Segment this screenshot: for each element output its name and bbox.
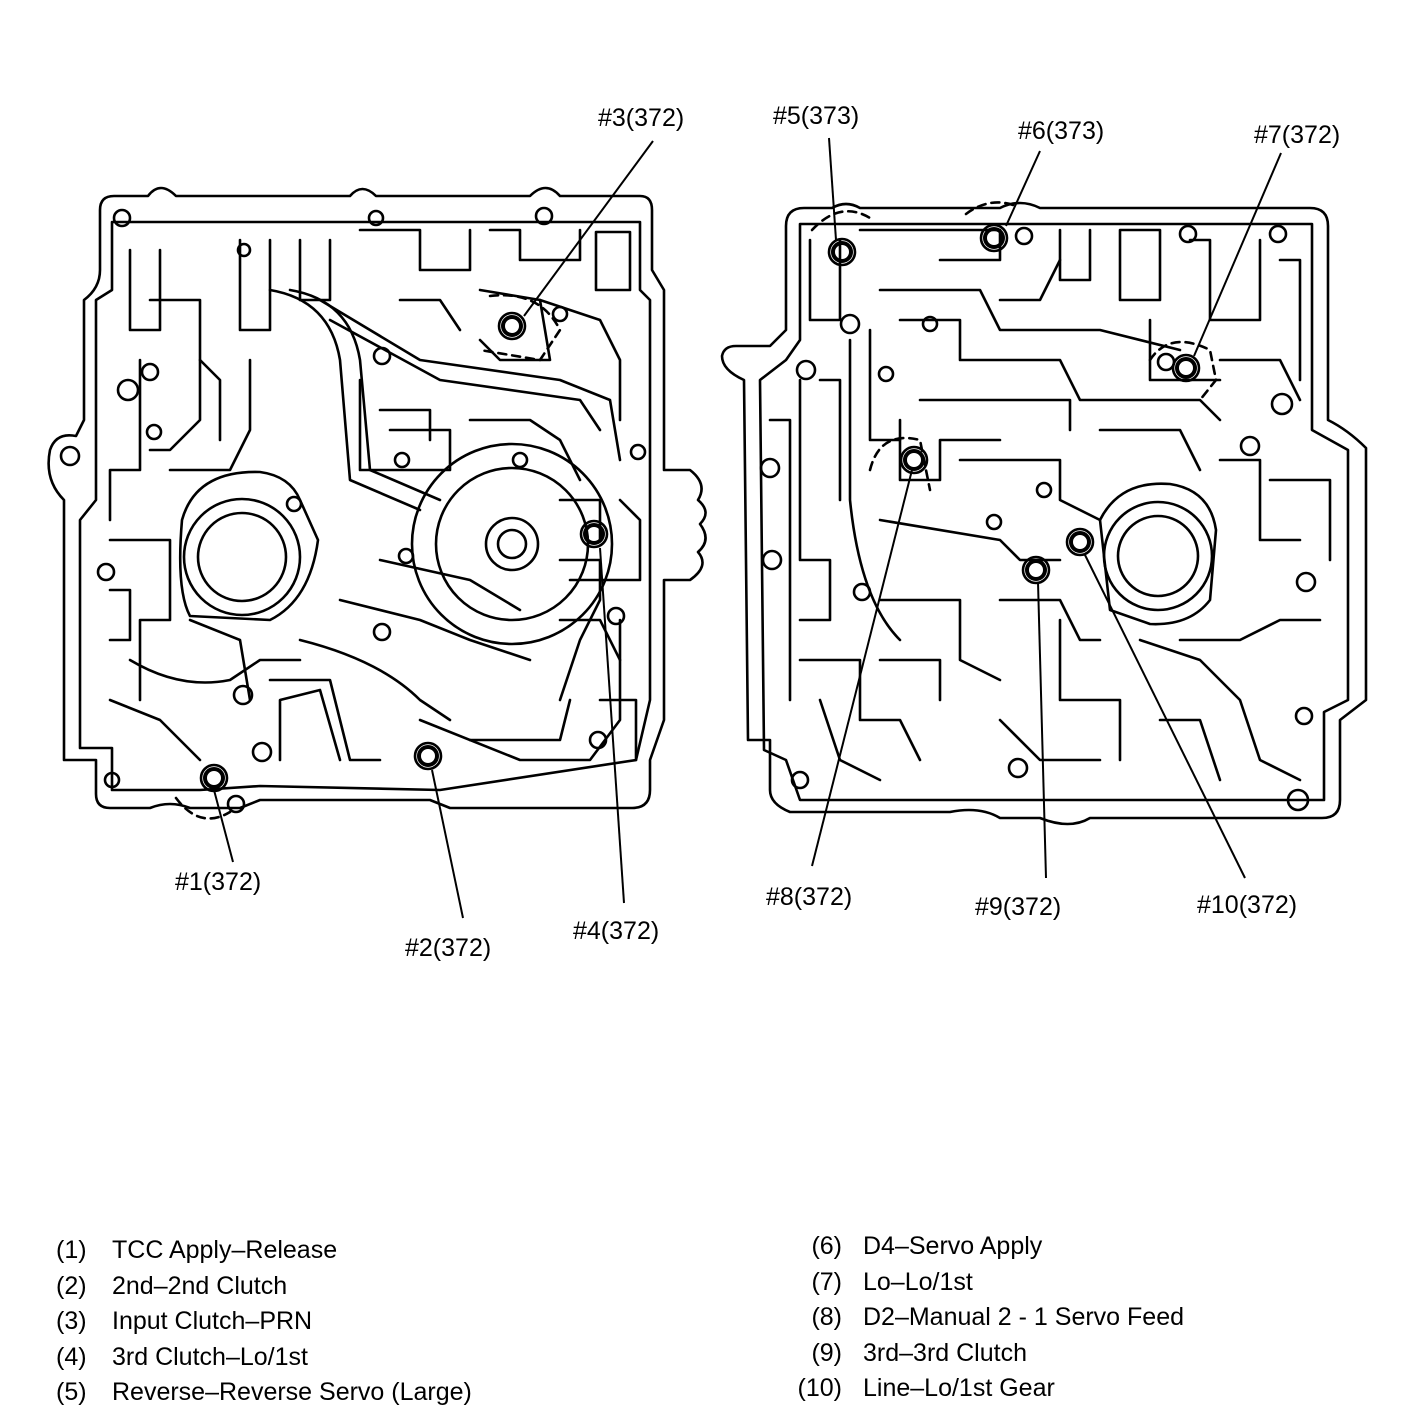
callout-8: #8(372) [766, 883, 852, 911]
legend-number: (10) [797, 1374, 842, 1402]
legend-item-8: (8) D2–Manual 2 - 1 Servo Feed [792, 1300, 1184, 1336]
legend-number: (3) [56, 1307, 87, 1335]
legend-number: (8) [811, 1303, 842, 1331]
legend-right: (6) D4–Servo Apply (7) Lo–Lo/1st (8) D2–… [792, 1229, 1184, 1407]
legend-description: Lo–Lo/1st [863, 1267, 973, 1296]
legend-number: (7) [811, 1267, 842, 1296]
legend-item-5: (5) Reverse–Reverse Servo (Large) [56, 1375, 472, 1411]
legend-item-6: (6) D4–Servo Apply [792, 1229, 1184, 1265]
legend-description: D4–Servo Apply [863, 1232, 1043, 1260]
leader-lines [213, 137, 1282, 919]
legend-description: TCC Apply–Release [112, 1236, 338, 1264]
legend-item-10: (10) Line–Lo/1st Gear [792, 1371, 1184, 1407]
legend-description: D2–Manual 2 - 1 Servo Feed [863, 1303, 1185, 1331]
right-valve-body [720, 201, 1368, 826]
callout-2: #2(372) [405, 934, 491, 962]
legend-item-4: (4) 3rd Clutch–Lo/1st [56, 1340, 472, 1376]
callout-6: #6(373) [1018, 117, 1104, 145]
callout-5: #5(373) [773, 102, 859, 130]
legend-number: (4) [56, 1342, 87, 1371]
legend-number: (2) [56, 1271, 87, 1300]
callout-7: #7(372) [1254, 121, 1340, 149]
legend-item-2: (2) 2nd–2nd Clutch [56, 1269, 472, 1305]
legend-item-1: (1) TCC Apply–Release [56, 1233, 472, 1269]
legend-description: Input Clutch–PRN [112, 1307, 313, 1335]
callout-10: #10(372) [1197, 891, 1297, 919]
legend-number: (9) [811, 1338, 842, 1367]
callout-9: #9(372) [975, 893, 1061, 921]
callout-3: #3(372) [598, 104, 684, 132]
legend-left: (1) TCC Apply–Release (2) 2nd–2nd Clutch… [56, 1233, 472, 1411]
legend-item-3: (3) Input Clutch–PRN [56, 1304, 472, 1340]
legend-description: Reverse–Reverse Servo (Large) [112, 1378, 472, 1406]
legend-number: (1) [56, 1236, 87, 1264]
legend-number: (6) [811, 1232, 842, 1260]
legend-number: (5) [56, 1378, 87, 1406]
legend-description: 2nd–2nd Clutch [112, 1271, 288, 1300]
legend-description: 3rd–3rd Clutch [863, 1338, 1027, 1367]
callout-1: #1(372) [175, 868, 261, 896]
legend-description: 3rd Clutch–Lo/1st [112, 1342, 308, 1371]
left-valve-body [47, 186, 707, 820]
callout-4: #4(372) [573, 917, 659, 945]
legend-description: Line–Lo/1st Gear [863, 1374, 1055, 1402]
legend-item-9: (9) 3rd–3rd Clutch [792, 1336, 1184, 1372]
legend-item-7: (7) Lo–Lo/1st [792, 1265, 1184, 1301]
